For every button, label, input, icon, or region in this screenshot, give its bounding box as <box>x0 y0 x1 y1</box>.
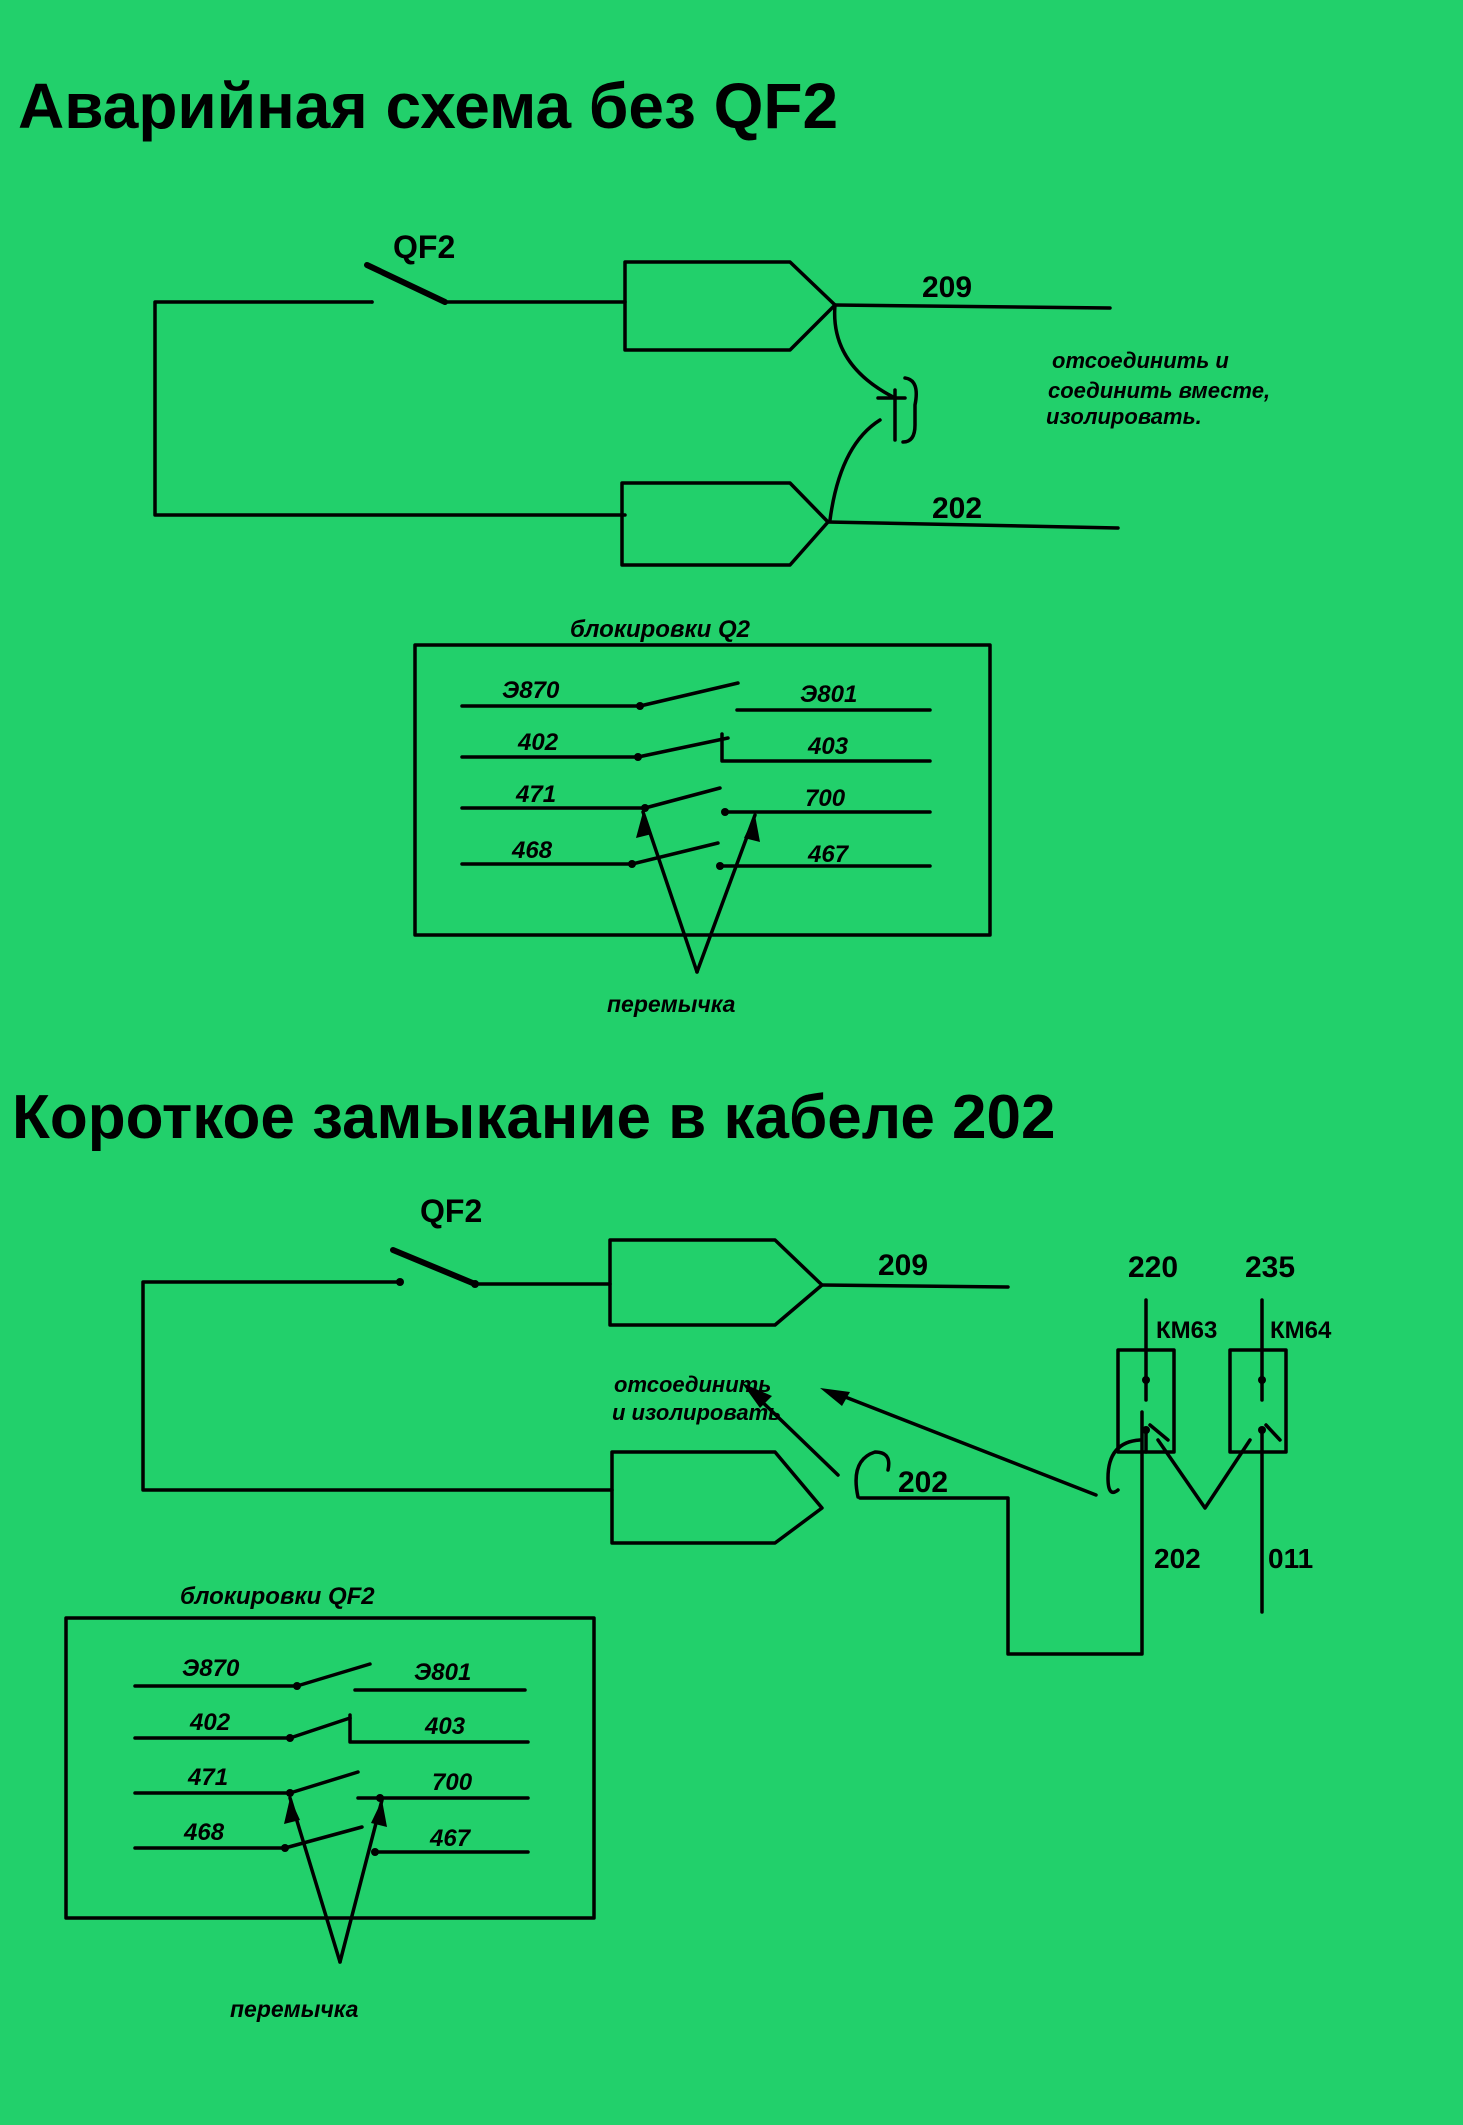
s1-interlock-frame <box>413 643 992 937</box>
s2-arrowheads <box>281 1682 387 1856</box>
s1-interlock-title: блокировки Q2 <box>570 616 751 643</box>
section1-circuit <box>153 260 1120 567</box>
section1-title: Аварийная схема без QF2 <box>18 70 838 142</box>
s1-row4-right: 467 <box>807 841 850 868</box>
s2-row2-right: 403 <box>424 1713 466 1740</box>
s2-wire-209 <box>820 1283 1010 1289</box>
s2-row1-left: Э870 <box>182 1655 240 1682</box>
s1-row1-right: Э801 <box>800 681 857 708</box>
s2-interlock-frame <box>64 1616 596 1920</box>
s2-wire-202-label: 202 <box>898 1466 948 1499</box>
s1-breaker-blade <box>364 262 448 305</box>
section2-circuit <box>141 1238 1288 1656</box>
s2-breaker-label: QF2 <box>420 1193 482 1229</box>
s2-wire-209-label: 209 <box>878 1249 928 1282</box>
s1-connector-top <box>623 260 837 352</box>
s1-left-loop <box>153 300 627 517</box>
s1-breaker-label: QF2 <box>393 229 455 265</box>
s2-km-jumper <box>1156 1438 1252 1510</box>
s2-km64-label: КМ64 <box>1270 1317 1332 1344</box>
s1-jumper-label: перемычка <box>607 991 736 1017</box>
s1-joint-curve-bottom <box>828 418 882 522</box>
section2-title: Короткое замыкание в кабеле 202 <box>12 1083 1056 1152</box>
s2-row1-right: Э801 <box>414 1659 471 1686</box>
s2-connector-top <box>608 1238 824 1327</box>
s2-km63-label: КМ63 <box>1156 1317 1217 1344</box>
s1-row3-left: 471 <box>515 781 556 808</box>
s2-node-220: 220 <box>1128 1251 1178 1284</box>
s2-note-arrow-short <box>750 1390 840 1477</box>
s1-jumper-arrow-right <box>695 813 757 974</box>
s2-jumper-arrow-left <box>288 1796 342 1964</box>
s1-row2-left: 402 <box>517 729 559 756</box>
s2-row3-right: 700 <box>432 1769 473 1796</box>
s2-row4-right: 467 <box>429 1825 472 1852</box>
s1-wire-209 <box>833 303 1112 310</box>
s2-connector-bottom <box>610 1450 824 1545</box>
s2-node-235: 235 <box>1245 1251 1295 1284</box>
s1-note-line3: изолировать. <box>1046 404 1202 429</box>
s2-note-arrow-long <box>833 1391 1098 1497</box>
s2-note-line2: и изолировать <box>612 1400 781 1425</box>
s2-curl-right <box>1106 1438 1142 1494</box>
s2-row4-left: 468 <box>183 1819 225 1846</box>
s1-wire-209-label: 209 <box>922 271 972 304</box>
s2-jumper-arrow-right <box>338 1798 384 1964</box>
s1-interlock-box <box>413 643 992 974</box>
s1-row2-right: 403 <box>807 733 849 760</box>
s2-row2-left: 402 <box>189 1709 231 1736</box>
s2-breaker-blade <box>390 1247 478 1287</box>
s1-wire-202 <box>826 520 1120 530</box>
s1-jumper-arrow-left <box>641 810 699 974</box>
s1-row3-right: 700 <box>805 785 846 812</box>
s2-interlock-title: блокировки QF2 <box>180 1583 375 1610</box>
s1-joint-bracket <box>901 376 918 444</box>
s2-km64-box <box>1228 1348 1288 1454</box>
s1-arrowheads <box>628 702 760 870</box>
s2-cable-202 <box>858 1410 1144 1656</box>
s1-wire-202-label: 202 <box>932 492 982 525</box>
s2-note-line1: отсоединить <box>614 1372 771 1397</box>
s2-interlock-box <box>64 1616 596 1964</box>
s1-joint-curve-top <box>832 303 897 400</box>
s1-row1-left: Э870 <box>502 677 560 704</box>
s2-jumper-label: перемычка <box>230 1996 359 2022</box>
s2-node-202b: 202 <box>1154 1543 1201 1574</box>
s1-row4-left: 468 <box>511 837 553 864</box>
s1-note-line1: отсоединить и <box>1052 348 1229 373</box>
s2-dots <box>396 1278 1266 1434</box>
s2-node-011: 011 <box>1268 1543 1313 1574</box>
s2-curl-left <box>854 1450 891 1499</box>
s1-connector-bottom <box>620 481 830 567</box>
s2-left-loop <box>141 1280 614 1492</box>
s1-note-line2: соединить вместе, <box>1048 378 1270 403</box>
s2-row3-left: 471 <box>187 1764 228 1791</box>
